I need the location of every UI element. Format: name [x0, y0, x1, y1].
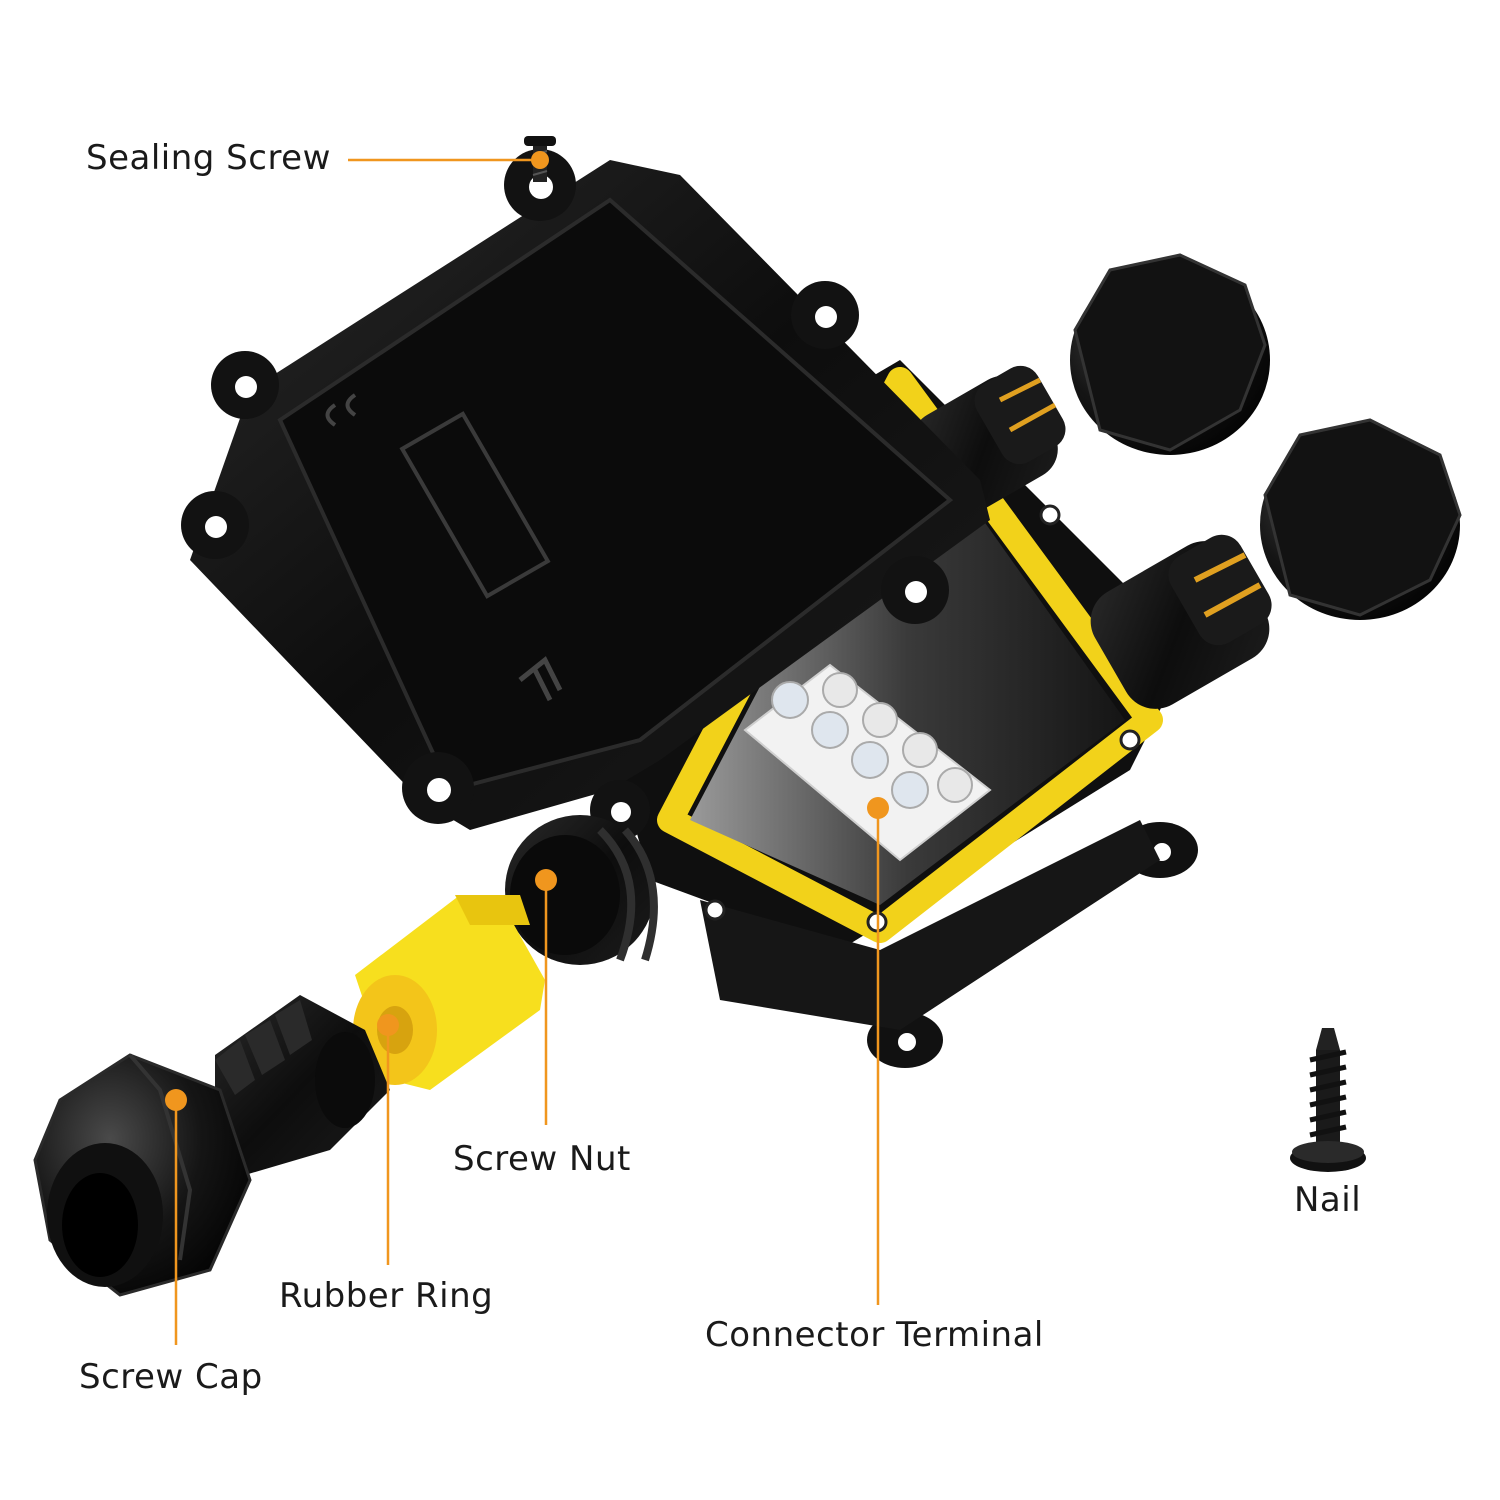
cap-nut-lower — [1260, 418, 1462, 620]
dot-sealing-screw — [531, 151, 549, 169]
sealing-screw-label: Sealing Screw — [86, 138, 331, 178]
front-gland-socket — [505, 815, 658, 965]
connector-terminal-label: Connector Terminal — [705, 1315, 1044, 1355]
rubber-ring-label: Rubber Ring — [279, 1276, 494, 1316]
nail-label: Nail — [1294, 1180, 1362, 1220]
nail-piece — [1290, 1028, 1366, 1172]
dot-connector-terminal — [867, 797, 889, 819]
dot-screw-cap — [165, 1089, 187, 1111]
side-gland-lower — [1090, 534, 1272, 709]
dot-screw-nut — [535, 869, 557, 891]
cap-nut-upper — [1070, 253, 1270, 455]
connector-terminal-block — [743, 663, 992, 862]
rubber-ring — [353, 895, 545, 1090]
leader-dots — [165, 151, 889, 1111]
screw-cap-label: Screw Cap — [79, 1357, 263, 1397]
leader-lines — [174, 158, 880, 1345]
lid — [181, 149, 990, 840]
dot-rubber-ring — [377, 1014, 399, 1036]
screw-nut-label: Screw Nut — [453, 1139, 631, 1179]
screw-cap-piece — [33, 1053, 252, 1297]
screw-nut-piece — [215, 995, 390, 1175]
